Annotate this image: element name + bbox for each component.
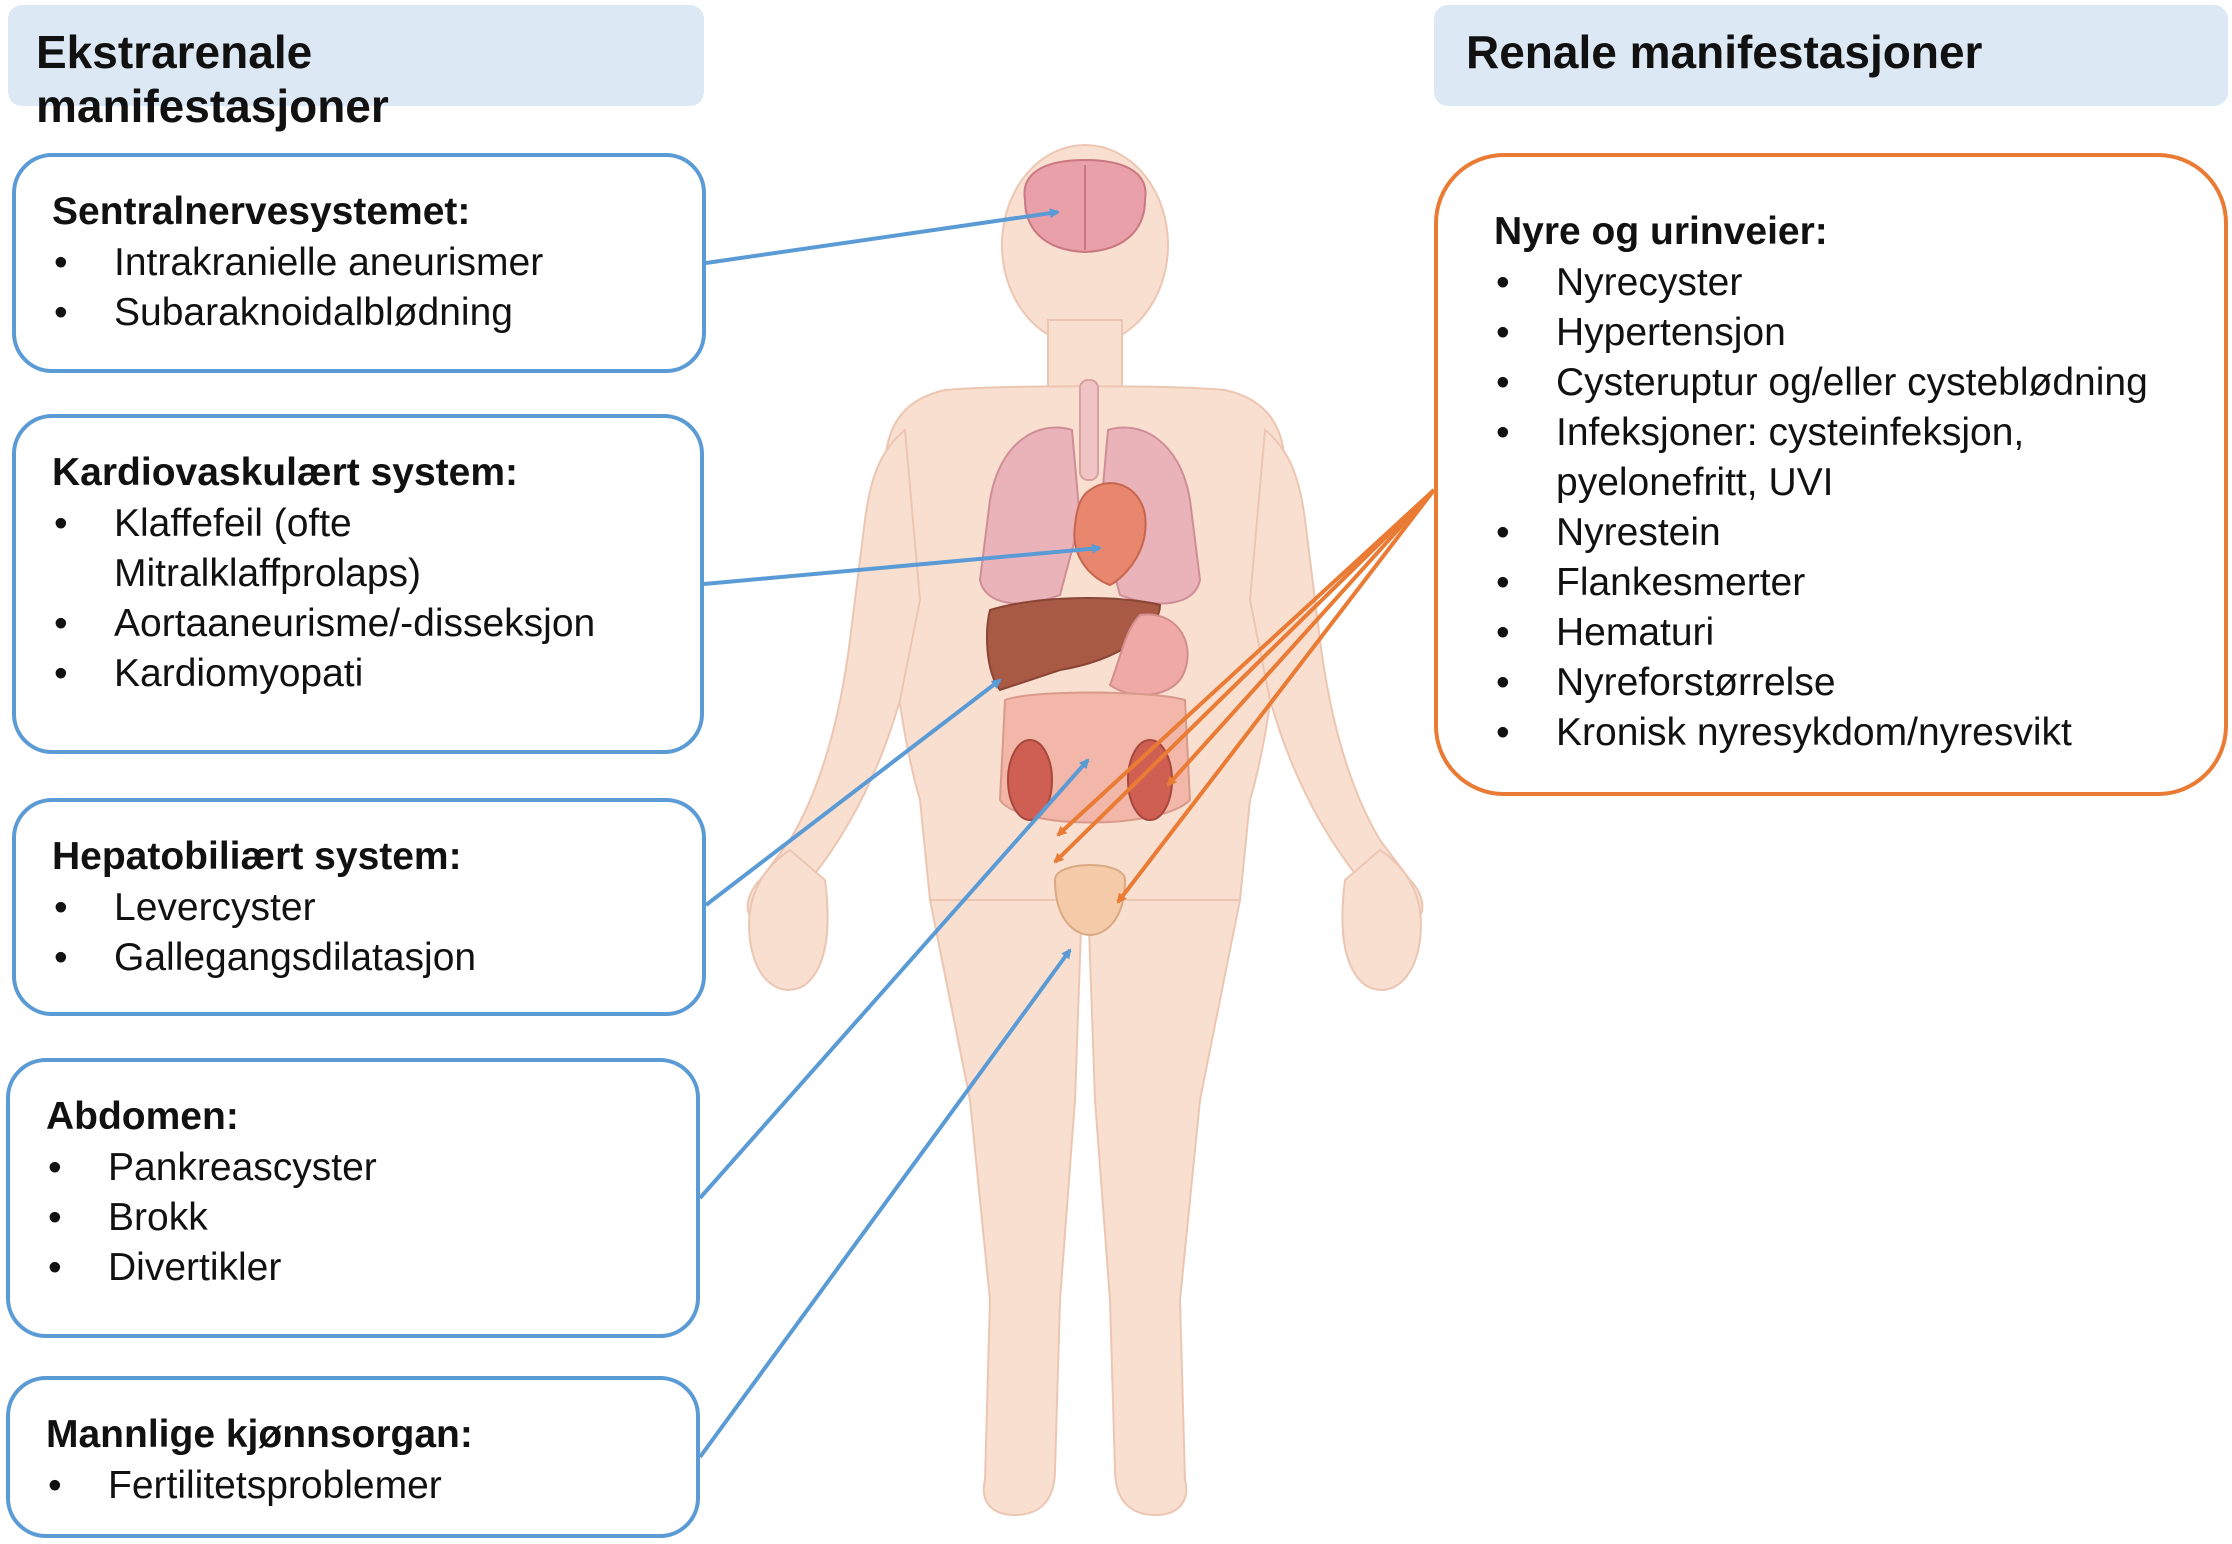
male-list: Fertilitetsproblemer [46, 1461, 676, 1511]
list-item: Gallegangsdilatasjon [52, 933, 682, 983]
renal-arrows [1053, 488, 1436, 904]
list-item: Hypertensjon [1494, 308, 2204, 358]
list-item: Flankesmerter [1494, 558, 2204, 608]
arrow-renal-kidney [1166, 488, 1436, 787]
left-hand [748, 848, 829, 991]
extrarenal-arrows [698, 208, 1102, 1459]
list-item: Nyreforstørrelse [1494, 658, 2204, 708]
renal-header: Renale manifestasjoner [1434, 5, 2228, 106]
renal-list: Nyrecyster Hypertensjon Cysteruptur og/e… [1494, 258, 2204, 758]
left-arm [746, 428, 922, 923]
arrow-renal-bladder [1116, 488, 1436, 904]
list-item: Hematuri [1494, 608, 2204, 658]
left-kidney [1007, 739, 1053, 821]
list-item: Levercyster [52, 883, 682, 933]
list-item: Kronisk nyresykdom/nyresvikt [1494, 708, 2204, 758]
extrarenal-header: Ekstrarenale manifestasjoner [8, 5, 704, 132]
arrow-cardio [703, 543, 1102, 586]
male-title: Mannlige kjønnsorgan: [46, 1413, 473, 1456]
list-item: Kardiomyopati [52, 649, 680, 699]
renal-title: Nyre og urinveier: [1494, 210, 1828, 253]
list-item: Subaraknoidalblødning [52, 288, 682, 338]
list-item: Aortaaneurisme/-disseksjon [52, 599, 680, 649]
list-item: Nyrecyster [1494, 258, 2204, 308]
arrow-abdomen [698, 758, 1090, 1200]
list-item: Intrakranielle aneurismer [52, 238, 682, 288]
abdomen-box: Abdomen: Pankreascyster Brokk Divertikle… [6, 1058, 700, 1338]
list-item: Nyrestein [1494, 508, 2204, 558]
list-item: Brokk [46, 1193, 676, 1243]
neck [1047, 319, 1123, 391]
left-leg [928, 899, 1084, 1517]
cns-title: Sentralnervesystemet: [52, 190, 471, 233]
list-item: Cysteruptur og/eller cysteblødning [1494, 358, 2204, 408]
cardio-box: Kardiovaskulært system: Klaffefeil (ofte… [12, 414, 704, 754]
organs [978, 158, 1202, 937]
renal-box: Nyre og urinveier: Nyrecyster Hypertensj… [1434, 153, 2228, 796]
arrow-male [698, 948, 1072, 1459]
list-item: Divertikler [46, 1243, 676, 1293]
right-hand [1341, 848, 1422, 991]
right-leg [1086, 899, 1242, 1517]
list-item: Klaffefeil (ofte Mitralklaffprolaps) [52, 499, 514, 599]
hepato-list: Levercyster Gallegangsdilatasjon [52, 883, 682, 983]
hepato-box: Hepatobiliært system: Levercyster Galleg… [12, 798, 706, 1016]
arrow-renal-ureter [1053, 488, 1436, 864]
cns-box: Sentralnervesystemet: Intrakranielle ane… [12, 153, 706, 373]
trachea [1079, 379, 1099, 481]
abdomen-title: Abdomen: [46, 1095, 239, 1138]
list-item: Infeksjoner: cysteinfeksjon, pyelonefrit… [1494, 408, 2116, 508]
cardio-title: Kardiovaskulært system: [52, 451, 519, 494]
male-box: Mannlige kjønnsorgan: Fertilitetsproblem… [6, 1376, 700, 1538]
heart [1073, 482, 1147, 587]
list-item: Pankreascyster [46, 1143, 676, 1193]
hepato-title: Hepatobiliært system: [52, 835, 462, 878]
arrow-renal-kidney-left [1056, 488, 1436, 837]
stomach [1108, 613, 1189, 696]
bladder [1053, 864, 1127, 937]
right-arm [1248, 428, 1424, 923]
abdomen-list: Pankreascyster Brokk Divertikler [46, 1143, 676, 1293]
arrow-hepato [704, 678, 1002, 907]
cardio-list: Klaffefeil (ofte Mitralklaffprolaps) Aor… [52, 499, 680, 699]
cns-list: Intrakranielle aneurismer Subaraknoidalb… [52, 238, 682, 338]
list-item: Fertilitetsproblemer [46, 1461, 676, 1511]
arrow-cns [705, 208, 1060, 265]
